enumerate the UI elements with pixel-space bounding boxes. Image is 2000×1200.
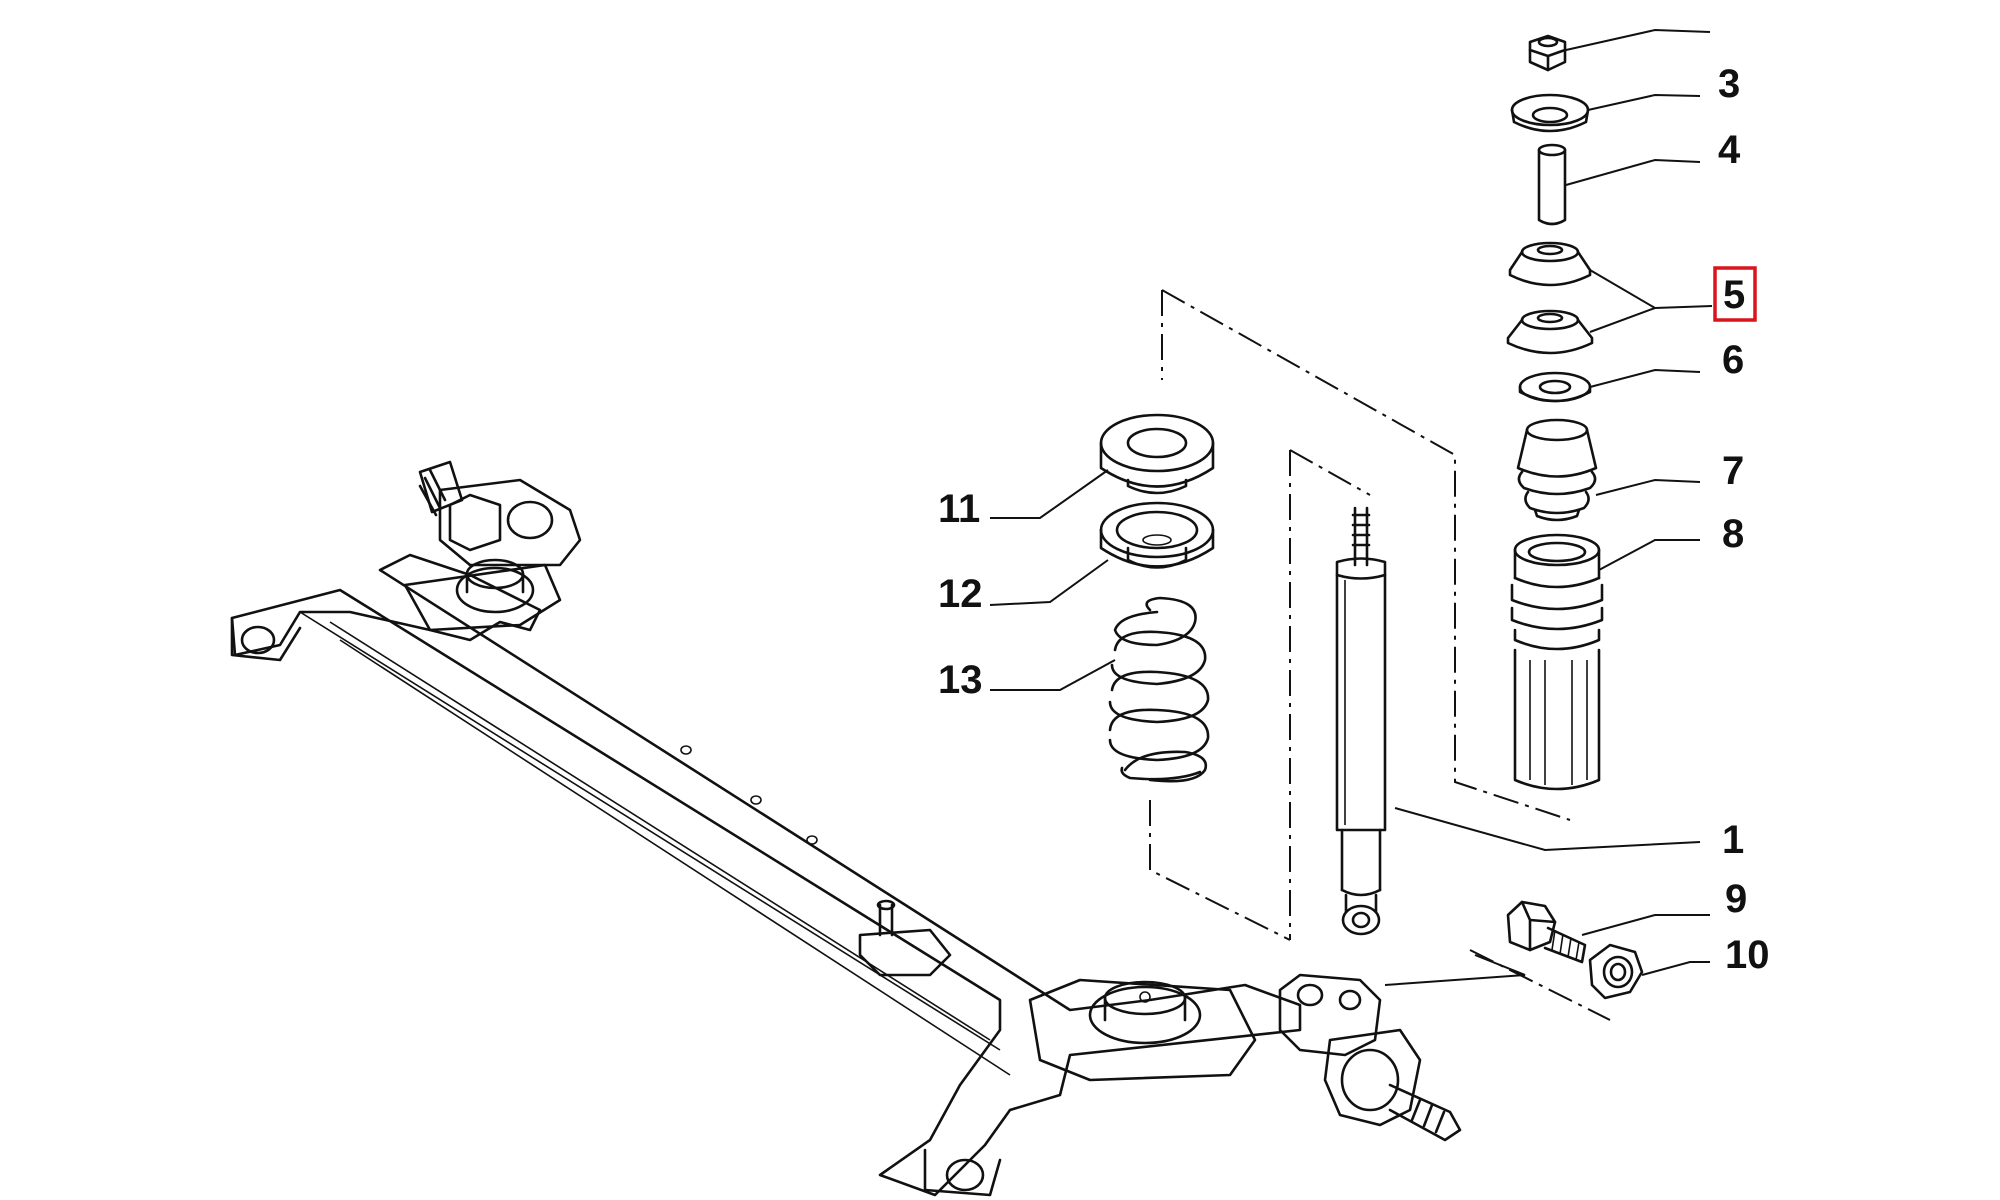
leader-lines [989,28,1713,976]
assembly-guide-lines [1149,289,1611,1021]
callout-11: 11 [938,487,980,531]
coil-spring [1108,596,1210,783]
highlight-box [1713,266,1757,322]
mounting-nut [1588,943,1644,1000]
callout-13: 13 [938,658,983,702]
upper-cup-washer [1510,93,1590,133]
top-nut [1528,34,1567,72]
bump-stop [1516,418,1598,522]
shock-absorber [1335,506,1387,936]
spacer-tube [1537,143,1567,226]
callout-4: 4 [1718,128,1741,172]
rear-axle-beam [230,460,1462,1197]
mounting-bolt [1506,900,1587,964]
upper-spring-pad [1099,413,1215,495]
lower-spring-seat [1099,501,1215,569]
callout-10: 10 [1725,933,1770,977]
callout-3: 3 [1718,62,1740,106]
callout-7: 7 [1722,449,1744,493]
callout-5: 5 [1723,273,1745,317]
rubber-bushing-lower [1506,309,1594,355]
dust-boot [1510,533,1604,791]
callout-1: 1 [1722,818,1744,862]
callout-6: 6 [1722,338,1744,382]
callout-9: 9 [1725,877,1747,921]
callout-12: 12 [938,572,983,616]
callout-8: 8 [1722,512,1744,556]
flat-washer [1518,371,1592,403]
rubber-bushing-upper [1508,241,1592,287]
callout-labels: 3 4 5 6 7 8 1 9 10 11 12 13 [938,62,1770,977]
